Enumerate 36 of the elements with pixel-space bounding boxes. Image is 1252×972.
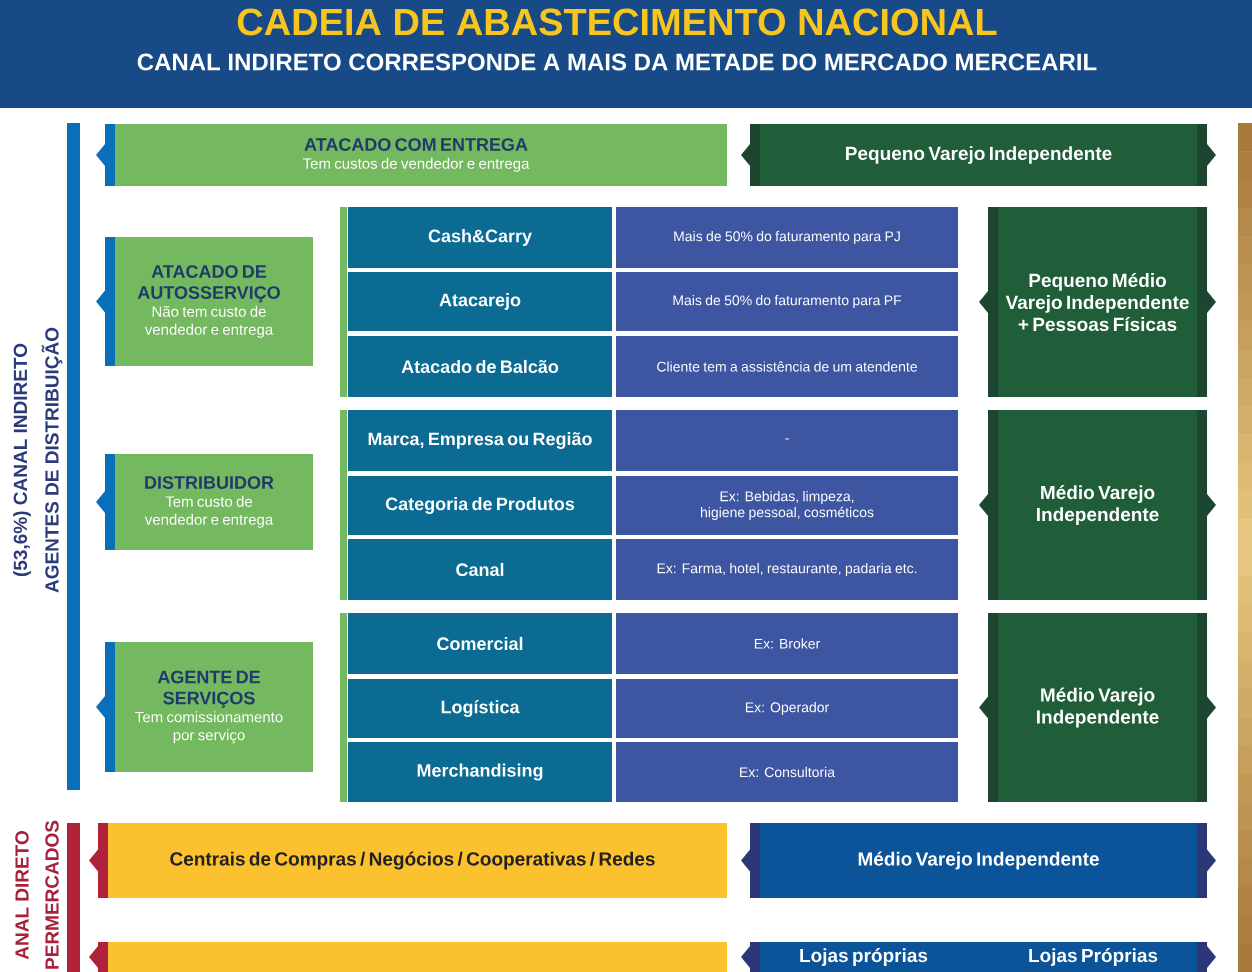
type-cell: Logística xyxy=(348,679,612,738)
subtitle: CANAL INDIRETO CORRESPONDE A MAIS DA METADE DO MERCADO MERCEARIL xyxy=(137,53,1097,71)
type-cell: Categoria de Produtos xyxy=(348,476,612,535)
title: CADEIA DE ABASTECIMENTO NACIONAL xyxy=(237,8,997,36)
retail-box: Médio Varejo Independente xyxy=(979,613,1216,802)
retail-box: Pequeno Médio Varejo Independente + Pessoas Físicas xyxy=(979,207,1216,397)
description-cell: Mais de 50% do faturamento para PJ xyxy=(616,207,958,268)
description-cell: Ex: Consultoria xyxy=(616,742,958,802)
vertical-label: (53,6%) CANAL INDIRETO xyxy=(13,343,31,577)
description-cell: Ex: Operador xyxy=(616,679,958,738)
wholesale-box: DISTRIBUIDOR Tem custo de vendedor e entrega xyxy=(96,454,313,550)
type-cell: Comercial xyxy=(348,613,612,674)
description-cell: - xyxy=(616,410,958,471)
retail-box: Médio Varejo Independente xyxy=(979,410,1216,600)
wholesale-box: AGENTE DE SERVIÇOS Tem comissionamento por serviço xyxy=(96,642,313,772)
description-cell: Cliente tem a assistência de um atendente xyxy=(616,336,958,397)
type-cell: Atacarejo xyxy=(348,272,612,331)
type-cell: Marca, Empresa ou Região xyxy=(348,410,612,471)
description-cell: Ex: Farma, hotel, restaurante, padaria etc. xyxy=(616,539,958,600)
retail-box: Lojas próprias Lojas Próprias xyxy=(741,942,1216,972)
vertical-label: AGENTES DE DISTRIBUIÇÃO xyxy=(41,327,63,593)
description-cell: Mais de 50% do faturamento para PF xyxy=(616,272,958,331)
channel-box: Centrais de Compras / Negócios / Cooperativas / Redes xyxy=(89,823,727,898)
wholesale-box: ATACADO COM ENTREGA Tem custos de vendedor e entrega xyxy=(96,124,727,186)
vertical-label: ANAL DIRETO xyxy=(15,831,29,960)
description-cell: Ex: Bebidas, limpeza, higiene pessoal, cosméticos xyxy=(616,476,958,535)
description-cell: Ex: Broker xyxy=(616,613,958,674)
vertical-label: PERMERCADOS xyxy=(45,820,59,969)
type-cell: Cash&Carry xyxy=(348,207,612,268)
retail-box: Pequeno Varejo Independente xyxy=(741,124,1216,186)
type-cell: Canal xyxy=(348,539,612,600)
retail-box: Médio Varejo Independente xyxy=(741,823,1216,898)
wholesale-box: ATACADO DE AUTOSSERVIÇO Não tem custo de vendedor e entrega xyxy=(96,237,313,366)
channel-box xyxy=(89,942,727,972)
type-cell: Atacado de Balcão xyxy=(348,336,612,397)
type-cell: Merchandising xyxy=(348,742,612,802)
